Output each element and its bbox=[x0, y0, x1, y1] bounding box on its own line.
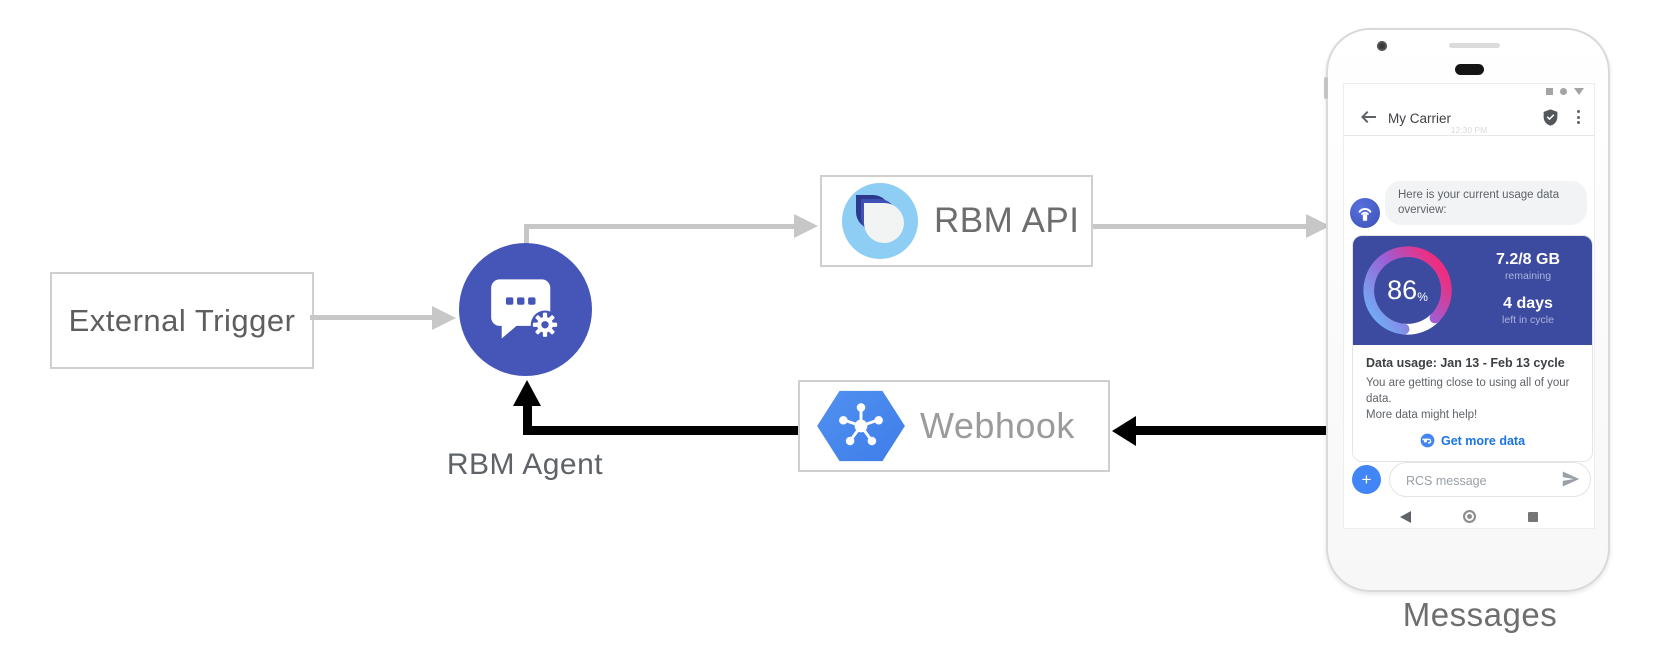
status-bar bbox=[1546, 88, 1584, 95]
arrow-api-to-phone-shaft bbox=[1093, 224, 1308, 229]
phone-mockup: My Carrier 12:30 PM Here is your curren bbox=[1324, 28, 1610, 592]
messages-caption: Messages bbox=[1402, 596, 1558, 633]
chat-bubble-gear-icon bbox=[490, 278, 559, 339]
webhook-label: Webhook bbox=[920, 405, 1075, 446]
front-camera bbox=[1377, 41, 1387, 51]
send-button[interactable] bbox=[1562, 471, 1580, 492]
node-webhook: Webhook bbox=[798, 380, 1110, 472]
status-square-icon bbox=[1546, 88, 1553, 95]
arrow-trigger-to-agent-shaft bbox=[310, 315, 434, 320]
node-external-trigger: External Trigger bbox=[50, 272, 314, 369]
arrow-webhook-to-agent-head bbox=[513, 380, 541, 406]
arrow-phone-to-webhook-head bbox=[1112, 416, 1136, 446]
usage-card-text-line2: More data might help! bbox=[1366, 409, 1478, 421]
cycle-days-value: 4 days bbox=[1503, 295, 1553, 312]
send-icon bbox=[1562, 471, 1580, 487]
external-trigger-label: External Trigger bbox=[68, 302, 296, 338]
speaker-slot bbox=[1449, 43, 1500, 48]
back-arrow-icon bbox=[1361, 111, 1376, 123]
webhook-hexagon-icon bbox=[817, 390, 905, 462]
message-timestamp: 12:30 PM bbox=[1450, 125, 1488, 135]
broadcast-tower-icon bbox=[1358, 207, 1372, 221]
phone-side-button bbox=[1324, 77, 1328, 99]
verified-badge-button[interactable] bbox=[1543, 109, 1558, 131]
node-rbm-api: RBM API bbox=[820, 175, 1093, 267]
arrow-trigger-to-agent-head bbox=[432, 306, 456, 330]
arrow-webhook-to-agent-vertical bbox=[523, 404, 532, 435]
data-usage-rich-card: 86% 7.2/8 GB remaining 4 days left in cy… bbox=[1352, 235, 1593, 462]
rbm-api-label: RBM API bbox=[934, 201, 1080, 240]
node-rbm-agent bbox=[459, 243, 592, 376]
get-more-data-label: Get more data bbox=[1440, 433, 1526, 448]
back-button[interactable] bbox=[1360, 110, 1376, 128]
usage-card-text-line1: You are getting close to using all of yo… bbox=[1366, 377, 1570, 405]
usage-percent-unit: % bbox=[1417, 290, 1428, 304]
usage-gauge-panel: 86% 7.2/8 GB remaining 4 days left in cy… bbox=[1353, 236, 1592, 345]
usage-gauge: 86% bbox=[1359, 242, 1456, 339]
overflow-menu-button[interactable] bbox=[1577, 110, 1580, 124]
phone-screen: My Carrier 12:30 PM Here is your curren bbox=[1343, 83, 1595, 529]
conversation-title: My Carrier bbox=[1388, 111, 1451, 126]
arrow-agent-to-api-head bbox=[794, 214, 818, 238]
android-nav-bar bbox=[1344, 503, 1594, 528]
usage-card-title: Data usage: Jan 13 - Feb 13 cycle bbox=[1366, 356, 1565, 370]
usage-card-body: Data usage: Jan 13 - Feb 13 cycle You ar… bbox=[1353, 345, 1592, 461]
nav-back-button[interactable] bbox=[1400, 510, 1411, 523]
usage-percent-value: 86 bbox=[1387, 275, 1418, 305]
arrow-webhook-to-agent-shaft bbox=[523, 426, 798, 435]
globe-icon bbox=[1420, 433, 1435, 448]
earpiece bbox=[1455, 64, 1484, 75]
compose-plus-button[interactable]: + bbox=[1352, 465, 1381, 494]
arrow-agent-to-api-vertical bbox=[524, 226, 529, 252]
app-bar: My Carrier bbox=[1344, 84, 1594, 136]
usage-card-text: You are getting close to using all of yo… bbox=[1366, 375, 1579, 423]
status-circle-icon bbox=[1560, 88, 1567, 95]
arrow-phone-to-webhook-shaft bbox=[1134, 426, 1326, 435]
rbm-api-logo-icon bbox=[842, 183, 918, 259]
status-triangle-icon bbox=[1574, 88, 1584, 95]
nav-home-button[interactable] bbox=[1463, 510, 1476, 523]
remaining-value: 7.2/8 GB bbox=[1495, 251, 1561, 268]
nav-recents-button[interactable] bbox=[1528, 511, 1538, 522]
get-more-data-button[interactable]: Get more data bbox=[1366, 433, 1579, 448]
verified-shield-icon bbox=[1543, 109, 1558, 126]
compose-bar bbox=[1389, 462, 1591, 497]
arrow-agent-to-api-shaft bbox=[524, 224, 794, 229]
cycle-days-label: left in cycle bbox=[1502, 314, 1554, 326]
remaining-label: remaining bbox=[1504, 270, 1552, 282]
rbm-agent-label: RBM Agent bbox=[446, 448, 604, 481]
plus-icon: + bbox=[1361, 469, 1372, 489]
rcs-message-input[interactable] bbox=[1404, 469, 1558, 493]
incoming-message-bubble: Here is your current usage data overview… bbox=[1385, 181, 1587, 225]
agent-avatar bbox=[1350, 198, 1380, 228]
usage-metrics: 7.2/8 GB remaining 4 days left in cycle bbox=[1472, 236, 1584, 345]
